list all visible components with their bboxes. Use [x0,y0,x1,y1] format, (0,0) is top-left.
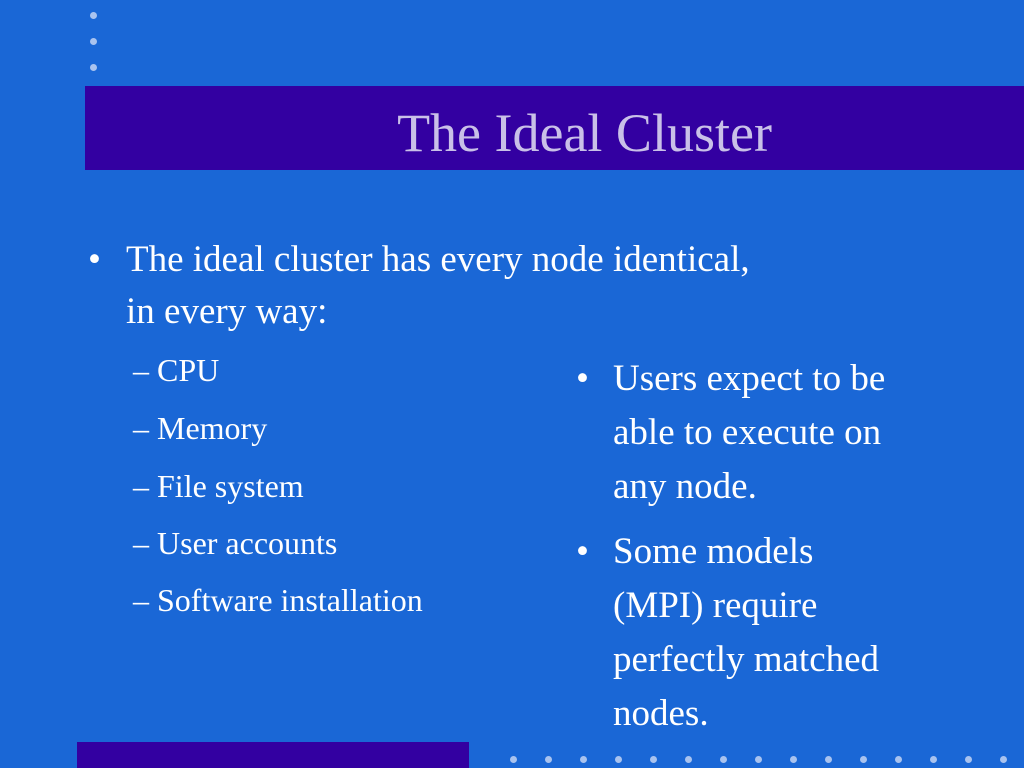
decor-dot-top-3 [90,64,97,71]
decor-dot-top-1 [90,12,97,19]
bullet-line-2: in every way: [126,291,328,332]
decor-dot-bottom [1000,756,1007,763]
bullet-line: nodes. [613,693,709,734]
decor-dot-bottom [580,756,587,763]
slide-title: The Ideal Cluster [397,103,772,163]
bullet-line: (MPI) require [613,585,818,626]
sub-item-cpu: – CPU [133,352,220,388]
sub-item-memory: – Memory [133,410,268,446]
decor-dot-bottom [685,756,692,763]
decor-dot-bottom [965,756,972,763]
decor-dot-bottom [790,756,797,763]
bullet-line: Users expect to be [613,358,886,399]
title-bar: The Ideal Cluster [85,86,1024,170]
bullet-users-expect: • Users expect to be able to execute on … [576,352,976,514]
decor-dot-bottom [615,756,622,763]
decor-dot-bottom [650,756,657,763]
decor-dot-bottom [755,756,762,763]
bullet-ideal-cluster: • The ideal cluster has every node ident… [88,234,908,338]
decor-dot-bottom [510,756,517,763]
sub-item-software-installation: – Software installation [133,582,423,618]
sub-item-file-system: – File system [133,468,304,504]
bullet-line: perfectly matched [613,639,880,680]
decor-dot-bottom [895,756,902,763]
bullet-marker: • [576,358,589,399]
bullet-line: any node. [613,466,757,507]
decor-dot-bottom [545,756,552,763]
decor-dot-bottom [825,756,832,763]
bottom-bar [77,742,469,768]
bullet-line: able to execute on [613,412,882,453]
decor-dot-bottom [860,756,867,763]
bullet-some-models: • Some models (MPI) require perfectly ma… [576,525,976,741]
bullet-line-1: The ideal cluster has every node identic… [126,239,750,280]
sub-item-user-accounts: – User accounts [133,525,338,561]
bullet-line: Some models [613,531,814,572]
bullet-marker: • [88,239,101,280]
decor-dot-bottom [720,756,727,763]
decor-dot-bottom [930,756,937,763]
decor-dot-top-2 [90,38,97,45]
bullet-marker: • [576,531,589,572]
